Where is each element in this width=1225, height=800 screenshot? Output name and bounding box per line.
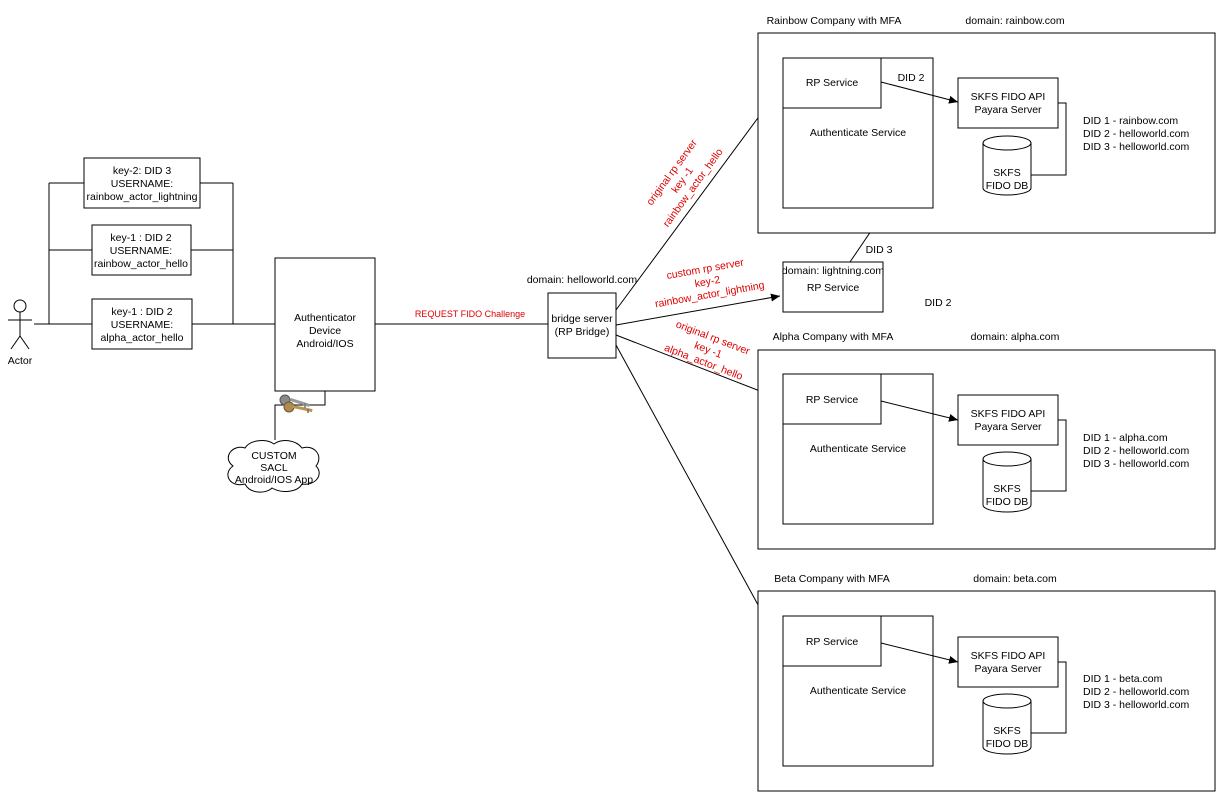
db-line: SKFS — [993, 483, 1020, 495]
key-line: rainbow_actor_lightning — [87, 191, 198, 203]
key-line: USERNAME: — [111, 319, 173, 331]
keys-icon — [279, 394, 313, 413]
auth-service-label: Authenticate Service — [810, 685, 906, 697]
edge-label-line: key-2 — [694, 274, 722, 290]
key-box-rainbow-lightning: key-2: DID 3 USERNAME: rainbow_actor_lig… — [83, 157, 201, 209]
stick-figure-icon — [8, 299, 32, 350]
rp-service-label: RP Service — [806, 77, 858, 89]
did-item: DID 3 - helloworld.com — [1083, 699, 1189, 711]
rp-service-label: RP Service — [806, 394, 858, 406]
rp-service-label: RP Service — [806, 636, 858, 648]
rp-service — [782, 615, 882, 667]
did-item: DID 2 - helloworld.com — [1083, 686, 1189, 698]
authenticator-line: Device — [309, 325, 341, 337]
bridge-line: bridge server — [551, 313, 613, 325]
auth-service-label: Authenticate Service — [810, 127, 906, 139]
lightning-did-above: DID 3 — [866, 244, 893, 256]
edge-label-alpha: original rp server key -1 alpha_actor_he… — [663, 318, 752, 382]
did-item: DID 1 - alpha.com — [1083, 432, 1168, 444]
fido-api-line: Payara Server — [974, 104, 1042, 116]
app-line: CUSTOM — [251, 450, 296, 462]
fido-api-line: Payara Server — [974, 663, 1042, 675]
app-line: Android/IOS App — [235, 474, 313, 486]
lightning-did-right: DID 2 — [925, 297, 952, 309]
company-title: Rainbow Company with MFA — [767, 15, 902, 27]
key-line: USERNAME: — [110, 245, 172, 257]
edge-rp-fido — [880, 642, 959, 664]
company-beta: Beta Company with MFA domain: beta.com A… — [757, 573, 1216, 792]
db-line: SKFS — [993, 725, 1020, 737]
edge-label-rainbow: original rp server key -1 rainbow_actor_… — [644, 137, 725, 229]
did-item: DID 2 - helloworld.com — [1083, 445, 1189, 457]
fido-api — [957, 77, 1059, 129]
key-line: key-2: DID 3 — [113, 165, 172, 177]
key-line: key-1 : DID 2 — [110, 232, 171, 244]
rp-service — [782, 57, 882, 109]
company-alpha: Alpha Company with MFA domain: alpha.com… — [757, 331, 1216, 550]
authenticator-line: Authenticator — [294, 312, 356, 324]
lightning-service: RP Service — [807, 282, 859, 294]
auth-service-label: Authenticate Service — [810, 443, 906, 455]
company-title: Alpha Company with MFA — [773, 331, 894, 343]
key-line: key-1 : DID 2 — [111, 306, 172, 318]
fido-api-line: SKFS FIDO API — [971, 91, 1046, 103]
device-app-connector — [274, 391, 326, 440]
did-item: DID 2 - helloworld.com — [1083, 128, 1189, 140]
database-icon: SKFS FIDO DB — [982, 693, 1032, 755]
edge-bridge-beta — [615, 344, 781, 646]
bridge-line: (RP Bridge) — [555, 326, 610, 338]
rp-service — [782, 373, 882, 425]
fido-api — [957, 636, 1059, 688]
company-domain: domain: beta.com — [973, 573, 1057, 585]
did-item: DID 1 - beta.com — [1083, 673, 1163, 685]
actor-label: Actor — [8, 355, 33, 367]
key-line: USERNAME: — [111, 178, 173, 190]
did-edge-label: DID 2 — [898, 72, 925, 84]
custom-sacl-app-cloud: CUSTOM SACL Android/IOS App — [227, 440, 320, 493]
fido-db-connector — [1031, 102, 1067, 176]
fido-db-connector — [1031, 419, 1067, 492]
did-item: DID 3 - helloworld.com — [1083, 458, 1189, 470]
app-line: SACL — [260, 462, 288, 474]
request-label: REQUEST FIDO Challenge — [415, 309, 525, 319]
did-item: DID 1 - rainbow.com — [1083, 115, 1178, 127]
company-rainbow: Rainbow Company with MFA domain: rainbow… — [757, 15, 1216, 234]
key-box-rainbow-hello: key-1 : DID 2 USERNAME: rainbow_actor_he… — [91, 224, 192, 276]
key-connectors — [34, 182, 275, 325]
db-line: FIDO DB — [986, 496, 1029, 508]
key-line: rainbow_actor_hello — [94, 258, 188, 270]
lightning-domain: domain: lightning.com — [782, 265, 884, 277]
fido-api-line: Payara Server — [974, 421, 1042, 433]
fido-api — [957, 394, 1059, 446]
database-icon: SKFS FIDO DB — [982, 451, 1032, 513]
authenticator-line: Android/IOS — [296, 338, 353, 350]
key-line: alpha_actor_hello — [101, 332, 184, 344]
key-box-alpha-hello: key-1 : DID 2 USERNAME: alpha_actor_hell… — [91, 298, 193, 350]
edge-bridge-rainbow — [615, 83, 784, 311]
fido-api-line: SKFS FIDO API — [971, 650, 1046, 662]
edge-bridge-alpha — [615, 334, 784, 401]
database-icon: SKFS FIDO DB — [982, 135, 1032, 196]
edge-bridge-lightning — [615, 293, 781, 326]
db-line: FIDO DB — [986, 738, 1029, 750]
edge-rp-fido — [880, 81, 959, 104]
company-domain: domain: rainbow.com — [965, 15, 1064, 27]
db-line: FIDO DB — [986, 180, 1029, 192]
bridge-server: domain: helloworld.com bridge server (RP… — [527, 274, 638, 359]
actor: Actor — [8, 299, 33, 367]
lightning-rp-service: domain: lightning.com RP Service — [782, 261, 884, 313]
fido-api-line: SKFS FIDO API — [971, 408, 1046, 420]
authenticator-device: Authenticator Device Android/IOS — [274, 257, 376, 392]
company-title: Beta Company with MFA — [774, 573, 890, 585]
edge-rp-fido — [880, 400, 959, 422]
db-line: SKFS — [993, 167, 1020, 179]
did-item: DID 3 - helloworld.com — [1083, 141, 1189, 153]
company-domain: domain: alpha.com — [971, 331, 1060, 343]
fido-db-connector — [1031, 661, 1067, 734]
bridge-domain: domain: helloworld.com — [527, 274, 638, 286]
